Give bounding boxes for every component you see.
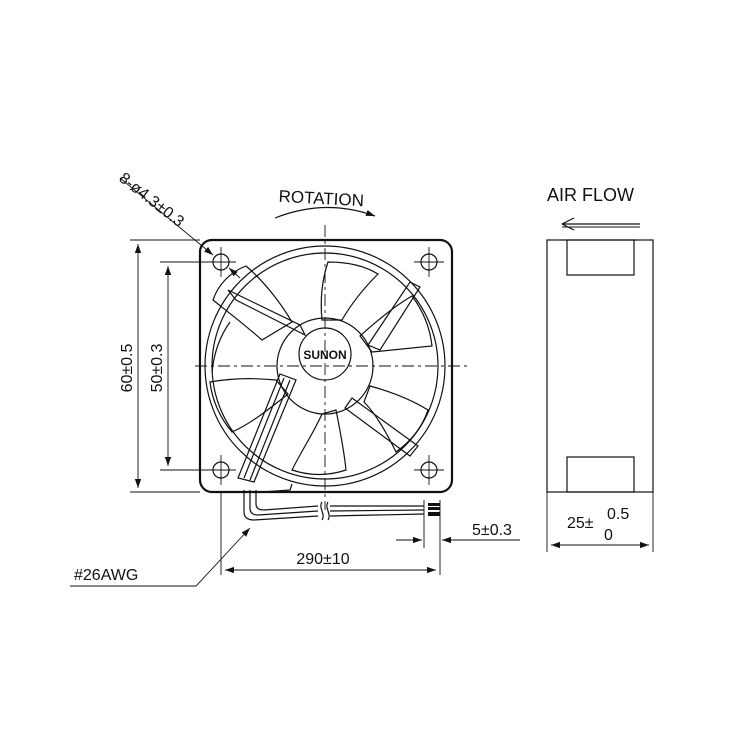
side-body xyxy=(546,239,654,493)
inner-height-label: 50±0.3 xyxy=(149,343,166,392)
fan-blades xyxy=(209,261,433,476)
air-flow-arrow xyxy=(561,217,640,231)
wire-channel-spoke-inner xyxy=(243,377,285,479)
depth-label: 25± xyxy=(567,515,594,532)
hole-spec-label: 8-ø4.3±0.3 xyxy=(116,170,187,231)
spoke xyxy=(344,397,419,457)
blade xyxy=(359,295,433,353)
spoke xyxy=(367,281,421,351)
outer-height-label: 60±0.5 xyxy=(119,343,136,392)
air-flow-label: AIR FLOW xyxy=(547,185,634,205)
mounting-holes xyxy=(206,247,444,485)
wire-gauge-leader xyxy=(70,527,251,587)
blade xyxy=(291,409,347,476)
side-view: AIR FLOW 25± 0.5 0 xyxy=(546,185,654,552)
wire-channel-spoke-inner xyxy=(249,379,291,481)
rotation-arrow xyxy=(274,206,376,219)
support-spokes xyxy=(227,281,421,483)
depth-upper-tolerance: 0.5 xyxy=(607,506,629,523)
brand-label: SUNON xyxy=(303,348,346,362)
blade xyxy=(211,321,231,373)
side-bottom-flange xyxy=(566,456,635,493)
rotation-label: ROTATION xyxy=(278,187,364,210)
wire-channel-spoke xyxy=(237,373,297,483)
blade xyxy=(363,385,429,453)
blade xyxy=(209,378,289,433)
spoke xyxy=(227,289,307,337)
strip-length-label: 5±0.3 xyxy=(472,522,512,539)
front-dimensions: 60±0.5 50±0.3 290±10 5±0.3 #26AWG xyxy=(70,239,520,587)
wire-leads xyxy=(243,483,441,521)
blade xyxy=(320,261,379,321)
hole-leader xyxy=(119,177,214,256)
lead-length-label: 290±10 xyxy=(296,551,349,568)
side-top-flange xyxy=(566,239,635,276)
wire-gauge-label: #26AWG xyxy=(74,567,138,584)
depth-lower-tolerance: 0 xyxy=(604,527,613,544)
